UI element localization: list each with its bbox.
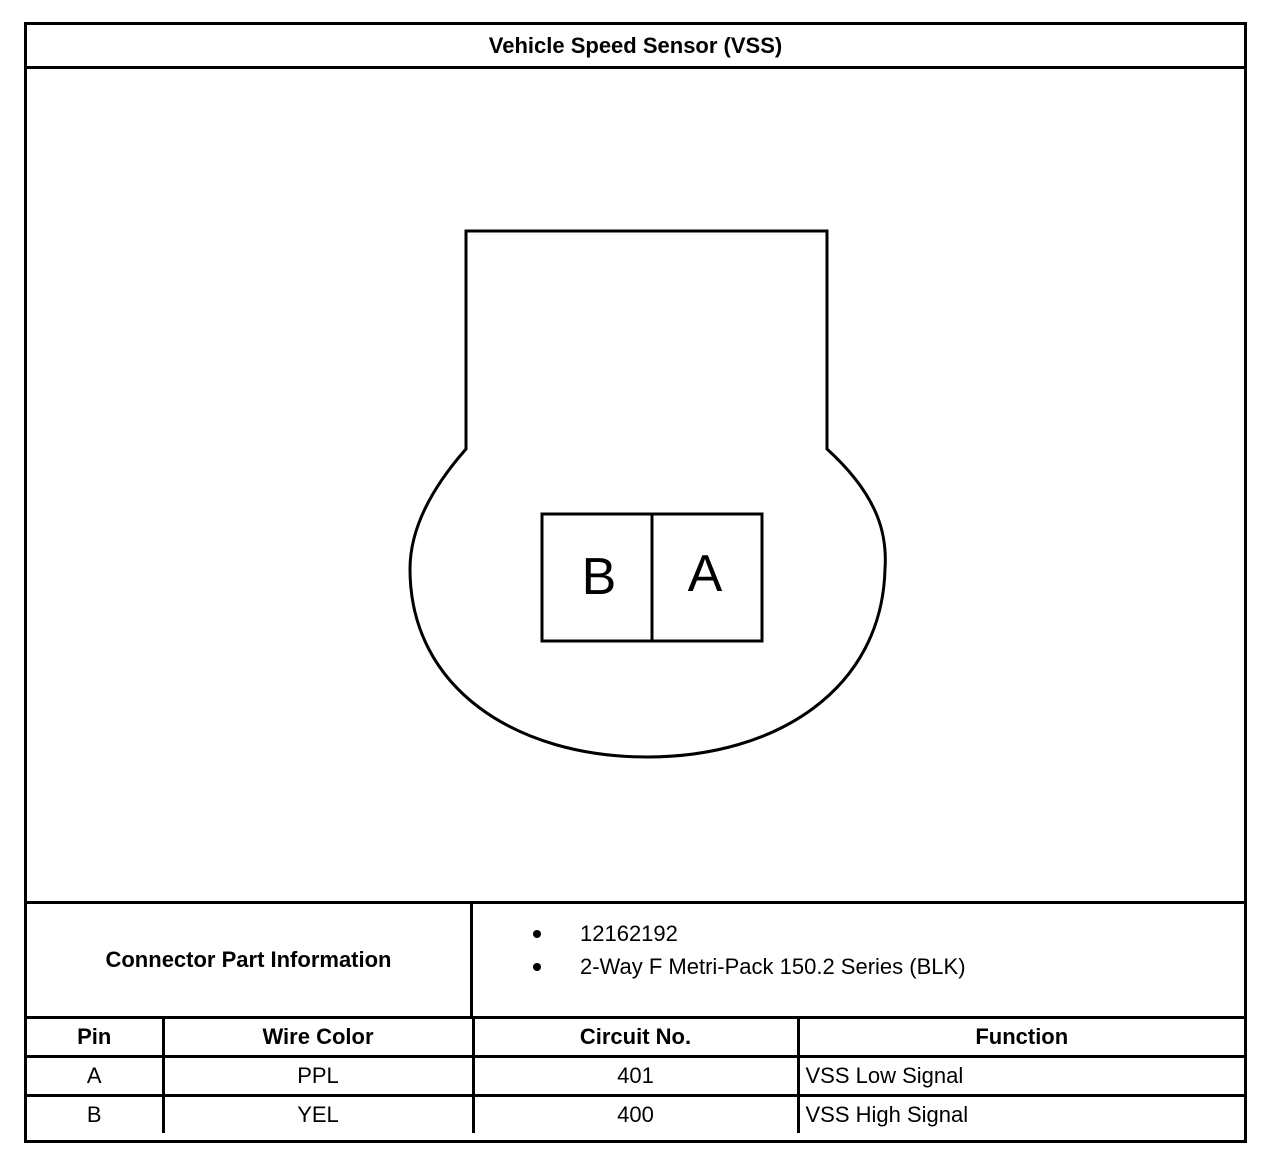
connector-diagram: B A bbox=[27, 69, 1244, 903]
cell-wire-color: PPL bbox=[161, 1055, 475, 1097]
cell-function: VSS High Signal bbox=[796, 1094, 1244, 1133]
cell-function: VSS Low Signal bbox=[796, 1055, 1244, 1097]
table-header-row: Pin Wire Color Circuit No. Function bbox=[27, 1019, 1244, 1058]
cell-pin: B bbox=[27, 1094, 165, 1133]
pin-label-a: A bbox=[688, 545, 723, 603]
part-info-list: 12162192 2-Way F Metri-Pack 150.2 Series… bbox=[473, 904, 1244, 1016]
connector-outline bbox=[408, 229, 887, 759]
connector-face-drawing: B A bbox=[408, 229, 887, 759]
pin-label-b: B bbox=[582, 548, 617, 606]
connector-part-information: Connector Part Information 12162192 2-Wa… bbox=[27, 901, 1244, 1019]
part-description: 2-Way F Metri-Pack 150.2 Series (BLK) bbox=[473, 950, 1244, 983]
header-circuit-no: Circuit No. bbox=[471, 1019, 800, 1058]
header-wire-color: Wire Color bbox=[161, 1019, 475, 1058]
table-row: B YEL 400 VSS High Signal bbox=[27, 1094, 1244, 1133]
header-function: Function bbox=[796, 1019, 1244, 1058]
part-info-label: Connector Part Information bbox=[27, 904, 473, 1016]
cell-circuit: 401 bbox=[471, 1055, 800, 1097]
cell-circuit: 400 bbox=[471, 1094, 800, 1133]
page-title: Vehicle Speed Sensor (VSS) bbox=[27, 25, 1244, 69]
connector-sheet: Vehicle Speed Sensor (VSS) B A Connector… bbox=[24, 22, 1247, 1143]
cell-pin: A bbox=[27, 1055, 165, 1097]
pin-table: Pin Wire Color Circuit No. Function A PP… bbox=[27, 1019, 1244, 1133]
header-pin: Pin bbox=[27, 1019, 165, 1058]
part-number: 12162192 bbox=[473, 917, 1244, 950]
cell-wire-color: YEL bbox=[161, 1094, 475, 1133]
table-row: A PPL 401 VSS Low Signal bbox=[27, 1055, 1244, 1097]
pin-cavity-a bbox=[650, 512, 764, 643]
